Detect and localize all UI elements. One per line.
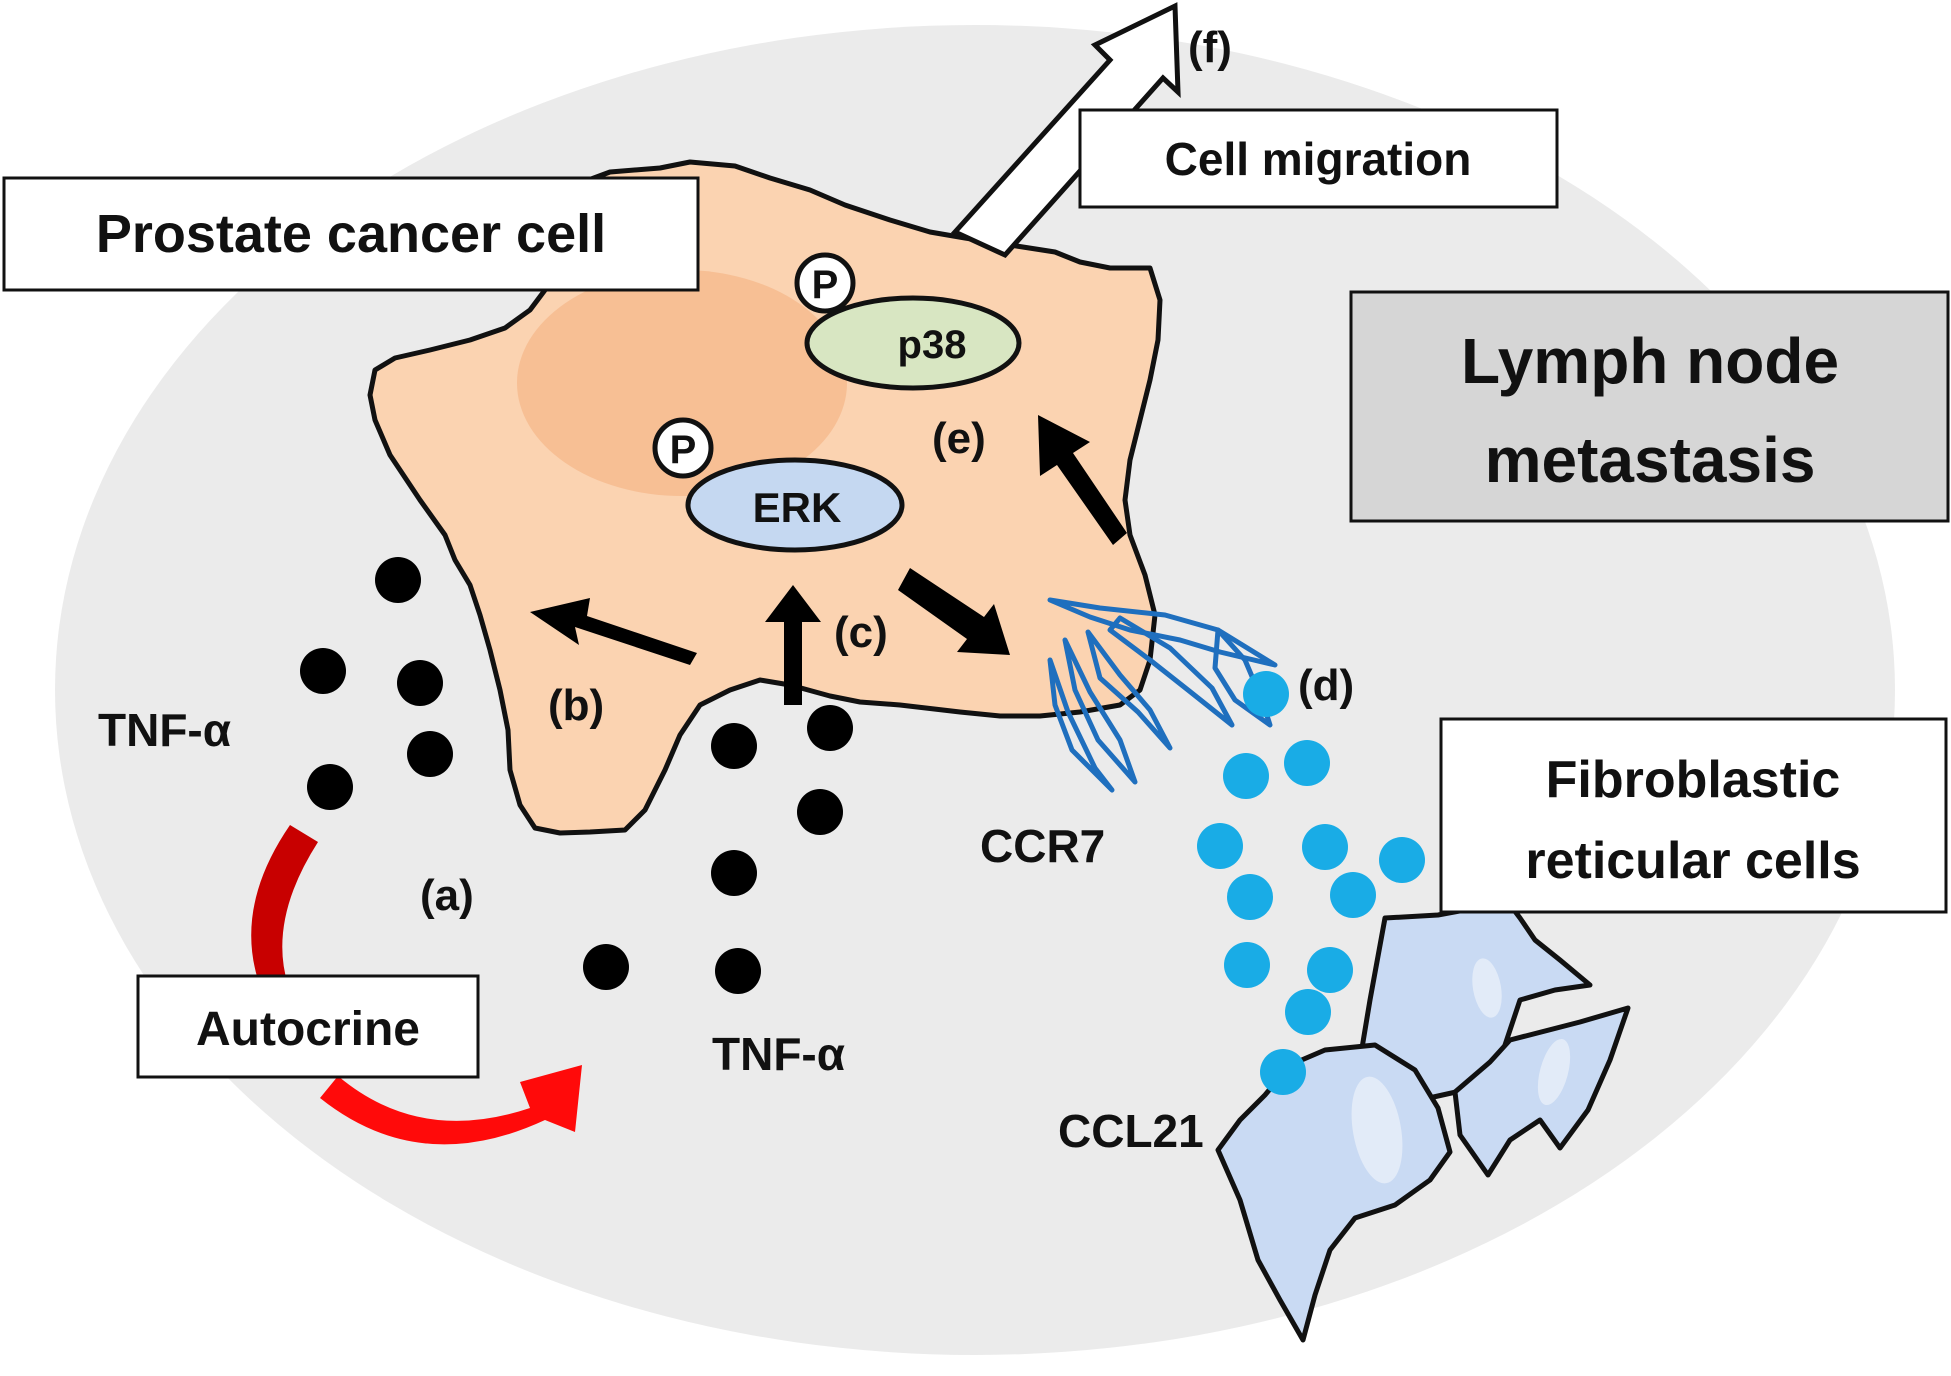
prostate-cancer-cell-label: Prostate cancer cell [96,204,606,264]
autocrine-box [136,974,480,1079]
tnf-alpha-label-bottom: TNF-α [712,1028,845,1080]
fibroblastic-label-line1: Fibroblastic [1546,751,1841,809]
ccr7-label: CCR7 [980,820,1105,872]
step-e-label: (e) [932,414,986,463]
step-d-label: (d) [1298,661,1354,710]
ccl21-label: CCL21 [1058,1105,1204,1157]
lymph-node-box [1349,290,1950,523]
erk-phospho-circle [652,417,714,479]
step-f-label: (f) [1188,23,1232,72]
lymph-node-label-line2: metastasis [1485,424,1816,496]
cell-migration-arrow [950,2,1181,259]
fibroblast-nucleus-1 [1472,958,1502,1018]
arrow-c [765,585,821,705]
arrow-ccr7 [898,568,1010,655]
prostate-cancer-cell-box [2,176,700,292]
p38-phospho-circle [794,252,856,314]
fibroblastic-label-line2: reticular cells [1525,832,1860,890]
fibroblastic-box [1439,717,1948,914]
erk-label: ERK [753,484,842,531]
cell-migration-label: Cell migration [1165,133,1472,185]
p38-phospho-label: P [812,263,839,307]
nucleus [517,270,847,496]
tnf-alpha-label-left: TNF-α [98,704,231,756]
arrow-b [530,598,697,665]
arrow-e [1038,415,1127,545]
cell-migration-box [1078,108,1559,209]
autocrine-arrow [251,825,318,985]
p38-label: p38 [898,323,967,367]
fibroblast-nucleus-3 [1537,1038,1571,1106]
autocrine-label: Autocrine [196,1003,420,1056]
autocrine-arrow-lower [320,1065,582,1145]
fibroblast-nucleus-2 [1351,1076,1403,1184]
lymph-node-label-line1: Lymph node [1461,325,1839,397]
step-b-label: (b) [548,681,604,730]
erk-ellipse [685,457,905,553]
step-c-label: (c) [834,608,888,657]
ccl21-dots [1197,671,1425,1095]
step-a-label: (a) [420,871,474,920]
p38-ellipse [804,295,1022,391]
ccr7-receptors [1047,597,1278,793]
tnf-alpha-dots [300,557,853,994]
erk-phospho-label: P [670,428,697,472]
